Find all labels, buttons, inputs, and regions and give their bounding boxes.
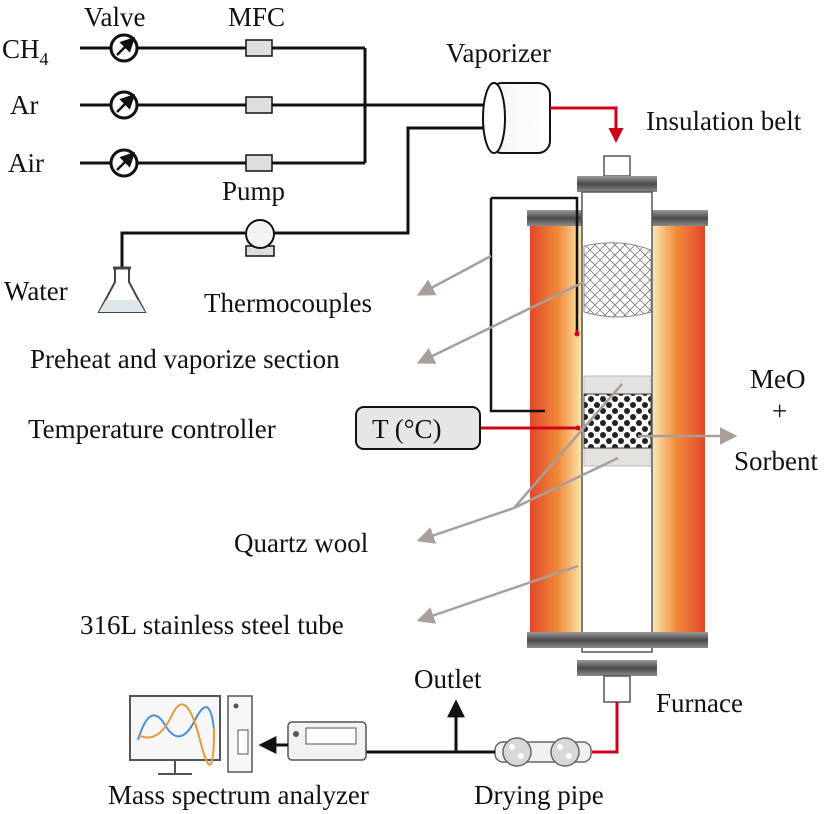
label-vaporizer: Vaporizer xyxy=(446,38,551,68)
hot-outlet-line xyxy=(592,702,619,754)
gas-lines xyxy=(80,46,485,165)
valve-ar-icon xyxy=(109,90,139,120)
valve-air-icon xyxy=(109,148,139,178)
label-preheat: Preheat and vaporize section xyxy=(30,344,340,374)
top-flange xyxy=(577,176,657,192)
quartz-wool-top xyxy=(583,375,652,395)
inlet-nozzle xyxy=(603,155,631,177)
label-air: Air xyxy=(8,148,44,178)
mfc-ch4-icon xyxy=(245,39,273,57)
label-steel-tube: 316L stainless steel tube xyxy=(80,610,344,640)
mfc-air-icon xyxy=(245,154,273,172)
label-meo: MeO xyxy=(750,364,806,394)
outlet-nozzle xyxy=(603,675,631,703)
label-mass-spec: Mass spectrum analyzer xyxy=(108,780,369,810)
label-temperature-controller: Temperature controller xyxy=(28,414,276,444)
label-drying-pipe: Drying pipe xyxy=(474,780,604,810)
label-outlet: Outlet xyxy=(414,664,482,694)
label-quartz-wool: Quartz wool xyxy=(234,528,368,558)
insulation-belt-line xyxy=(550,106,624,143)
computer-tower-icon xyxy=(227,695,253,773)
pump-icon xyxy=(245,219,275,257)
label-water: Water xyxy=(4,276,68,306)
label-sorbent: Sorbent xyxy=(734,446,818,476)
mfc-ar-icon xyxy=(245,96,273,114)
bottom-flange xyxy=(577,660,657,676)
sorbent-bed xyxy=(583,393,652,449)
furnace-right-wall xyxy=(653,226,705,632)
label-ar: Ar xyxy=(10,90,39,120)
label-valve: Valve xyxy=(84,2,145,32)
label-insulation-belt: Insulation belt xyxy=(646,106,802,136)
pointer-arrows xyxy=(416,254,738,624)
valve-ch4-icon xyxy=(109,33,139,63)
water-line xyxy=(120,126,485,268)
furnace-bottom-plate xyxy=(527,632,708,648)
drying-pipe-icon xyxy=(494,737,592,767)
label-pump: Pump xyxy=(222,176,285,206)
label-mfc: MFC xyxy=(228,2,285,32)
analyzer-box-icon xyxy=(287,721,367,761)
preheat-mesh xyxy=(583,242,652,318)
water-flask-icon xyxy=(97,266,147,313)
temperature-controller-box xyxy=(355,406,481,450)
label-temp-box: T (°C) xyxy=(372,414,442,444)
label-ch4: CH4 xyxy=(2,34,49,69)
label-furnace: Furnace xyxy=(656,688,743,718)
label-plus: + xyxy=(772,396,787,426)
label-thermocouples: Thermocouples xyxy=(204,288,372,318)
vaporizer-icon xyxy=(482,82,551,154)
computer-monitor-icon xyxy=(129,695,221,775)
